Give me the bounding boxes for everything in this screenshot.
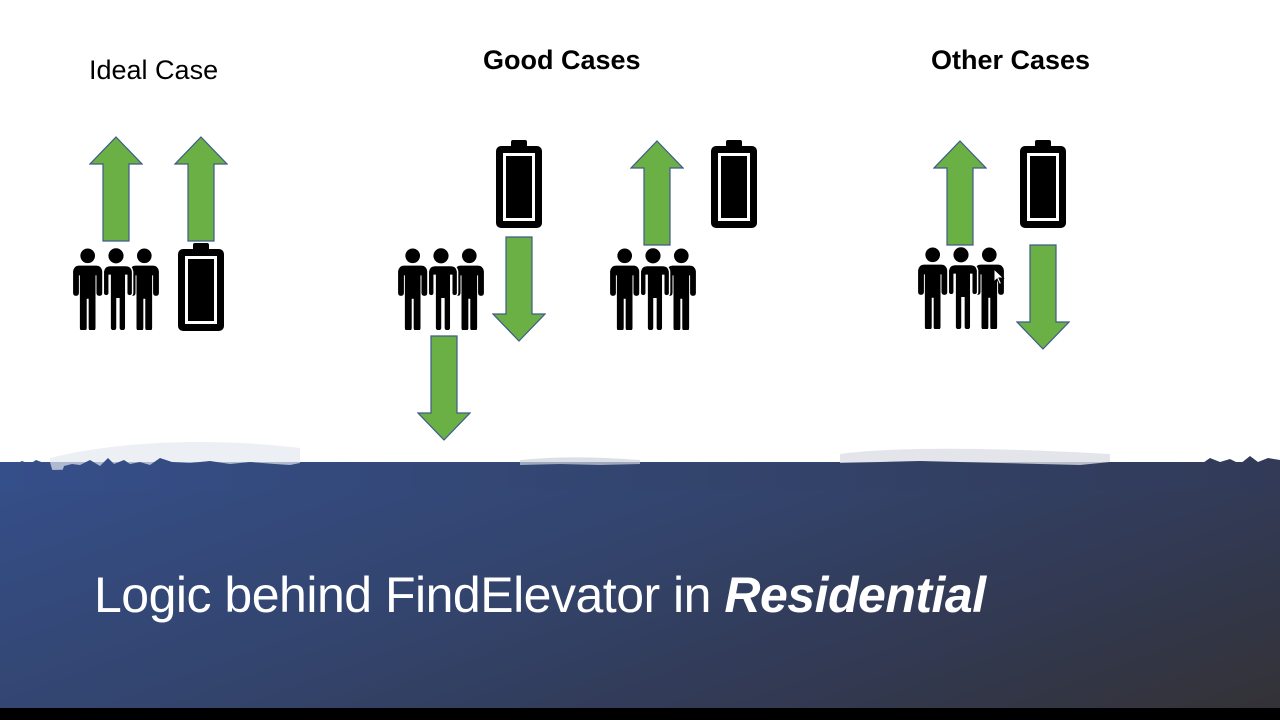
battery-icon xyxy=(493,140,545,230)
heading-ideal-case: Ideal Case xyxy=(89,55,219,85)
slide-title-emphasis: Residential xyxy=(724,567,986,623)
battery-icon xyxy=(175,243,227,333)
arrow-up-icon xyxy=(630,140,684,246)
arrow-down-icon xyxy=(1016,244,1070,350)
people-group-icon xyxy=(917,247,1005,329)
people-group-icon xyxy=(397,248,485,330)
brush-edge-decoration xyxy=(0,442,1280,490)
arrow-up-icon xyxy=(174,136,228,242)
arrow-down-icon xyxy=(492,236,546,342)
slide-title: Logic behind FindElevator in Residential xyxy=(94,566,986,624)
letterbox-bar xyxy=(0,708,1280,720)
arrow-up-icon xyxy=(89,136,143,242)
people-group-icon xyxy=(609,248,697,330)
slide-title-plain: Logic behind FindElevator in xyxy=(94,567,725,623)
battery-icon xyxy=(1017,140,1069,230)
heading-good-cases: Good Cases xyxy=(483,45,641,75)
battery-icon xyxy=(708,140,760,230)
title-band xyxy=(0,462,1280,708)
heading-other-cases: Other Cases xyxy=(931,45,1091,75)
people-group-icon xyxy=(72,248,160,330)
mouse-cursor-icon xyxy=(993,268,1005,286)
arrow-up-icon xyxy=(933,140,987,246)
